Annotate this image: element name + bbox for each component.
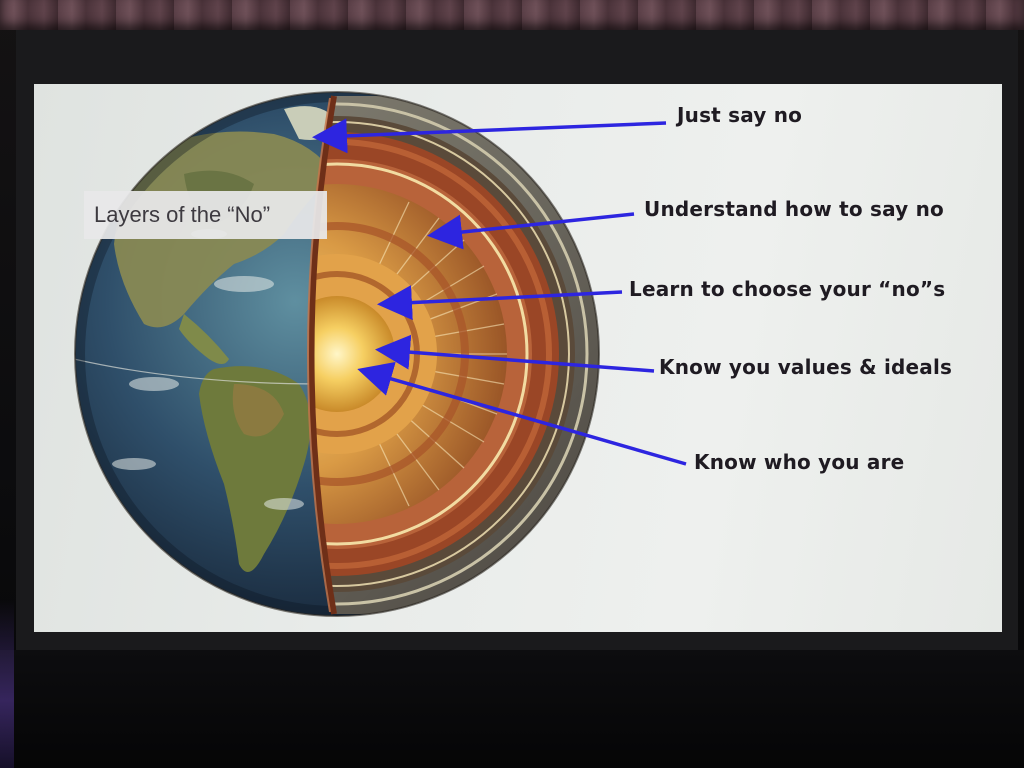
layer-label-values: Know you values & ideals [659,355,953,379]
layer-label-understand: Understand how to say no [644,197,944,221]
presentation-slide: Layers of the “No” Just say no Understan… [34,84,1002,632]
arrow-who [357,361,687,466]
stage-floor [0,650,1024,768]
layer-label-choose: Learn to choose your “no”s [629,277,946,301]
stage-curtain [0,0,1024,30]
slide-title: Layers of the “No” [94,202,271,227]
arrow-choose [377,285,623,321]
globe-cutaway-icon [74,91,687,617]
slide-title-box: Layers of the “No” [84,191,327,239]
arrow-just-say-no [312,118,667,154]
arrow-understand [427,212,635,250]
layer-label-who-you-are: Know who you are [694,450,905,474]
layer-label-just-say-no: Just say no [677,103,803,127]
side-light [0,600,14,768]
arrow-values [375,334,655,373]
pointer-arrows [312,118,687,466]
globe-outline [74,91,600,617]
